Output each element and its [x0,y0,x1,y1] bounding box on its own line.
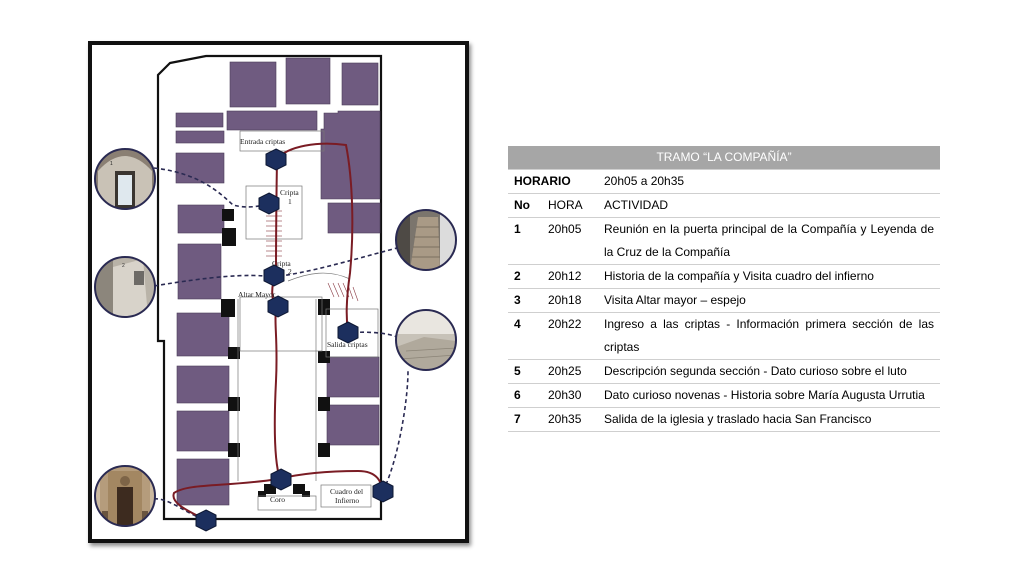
stop-marker-entrada-criptas [265,148,287,171]
room [229,61,277,108]
room [320,110,381,200]
row-actividad: Visita Altar mayor – espejo [598,288,940,313]
header-hora: HORA [542,193,598,218]
room [177,243,222,300]
table-row: 4 20h22 Ingreso a las criptas - Informac… [508,312,940,360]
pillars [221,209,330,497]
photo-badge: 1 [110,161,113,167]
room [175,152,225,184]
row-no: 7 [508,407,542,432]
row-actividad: Descripción segunda sección - Dato curio… [598,359,940,384]
row-hora: 20h30 [542,383,598,408]
row-actividad: Dato curioso novenas - Historia sobre Ma… [598,383,940,408]
room [285,57,331,105]
room [226,110,318,131]
table-row: 2 20h12 Historia de la compañía y Visita… [508,264,940,289]
header-no: No [508,193,542,218]
map-labels: Entrada criptas Cripta 1 Cripta 2 Altar … [238,137,368,505]
row-no: 3 [508,288,542,313]
row-no: 1 [508,217,542,265]
stop-marker-cripta-2 [263,264,285,287]
header-actividad: ACTIVIDAD [598,193,940,218]
photo-badge: 2 [122,263,125,269]
header-row: No HORA ACTIVIDAD [508,193,940,218]
room [175,130,225,144]
room [177,204,225,234]
row-no: 5 [508,359,542,384]
horario-value: 20h05 a 20h35 [598,169,940,194]
label-coro: Coro [270,495,285,504]
row-no: 2 [508,264,542,289]
room [176,410,230,452]
row-hora: 20h05 [542,217,598,265]
rooms [175,57,381,506]
row-hora: 20h18 [542,288,598,313]
stop-marker-salida-criptas [337,321,359,344]
label-cripta-2-number: 2 [288,267,292,276]
label-infierno: Infierno [335,496,359,505]
row-hora: 20h25 [542,359,598,384]
table-row: 5 20h25 Descripción segunda sección - Da… [508,359,940,384]
label-cripta-1: Cripta [280,188,299,197]
row-actividad: Reunión en la puerta principal de la Com… [598,217,940,265]
row-hora: 20h35 [542,407,598,432]
stop-marker-cripta-1 [258,192,280,215]
table-row: 7 20h35 Salida de la iglesia y traslado … [508,407,940,432]
room [341,62,379,106]
schedule-table: TRAMO “LA COMPAÑÍA” HORARIO 20h05 a 20h3… [508,146,940,432]
photo-thumbnail-1: 1 [94,148,156,210]
photo-thumbnail-5 [395,309,457,371]
room [175,112,224,128]
label-cuadro-del: Cuadro del [330,487,363,496]
row-actividad: Ingreso a las criptas - Información prim… [598,312,940,360]
label-entrada-criptas: Entrada criptas [240,137,285,146]
row-actividad: Historia de la compañía y Visita cuadro … [598,264,940,289]
room [327,202,381,234]
row-no: 4 [508,312,542,360]
table-title-row: TRAMO “LA COMPAÑÍA” [508,146,940,170]
label-cripta-2: Cripta [272,259,291,268]
stop-marker-coro [270,468,292,491]
photo-thumbnail-4 [395,209,457,271]
table-row: 6 20h30 Dato curioso novenas - Historia … [508,383,940,408]
horario-label: HORARIO [508,169,598,194]
label-altar-mayor: Altar Mayor [238,290,276,299]
label-cripta-1-number: 1 [288,197,292,206]
row-hora: 20h22 [542,312,598,360]
room [176,365,230,404]
row-hora: 20h12 [542,264,598,289]
room [176,312,230,357]
photo-thumbnail-3 [94,465,156,527]
table-title: TRAMO “LA COMPAÑÍA” [508,146,940,170]
table-row: 1 20h05 Reunión en la puerta principal d… [508,217,940,265]
horario-row: HORARIO 20h05 a 20h35 [508,169,940,194]
corridor-walls [237,130,379,511]
room [326,404,380,446]
floor-plan-drawing: Entrada criptas Cripta 1 Cripta 2 Altar … [94,54,457,532]
photo-thumbnail-2: 2 [94,256,156,318]
tour-stops [195,148,394,532]
label-salida-criptas: Salida criptas [327,340,368,349]
room [176,458,230,506]
stop-marker-altar-mayor [267,295,289,318]
table-row: 3 20h18 Visita Altar mayor – espejo [508,288,940,313]
row-actividad: Salida de la iglesia y traslado hacia Sa… [598,407,940,432]
room [326,356,380,398]
stop-marker-cuadro-infierno [372,480,394,503]
stop-marker-entrance [195,509,217,532]
row-no: 6 [508,383,542,408]
